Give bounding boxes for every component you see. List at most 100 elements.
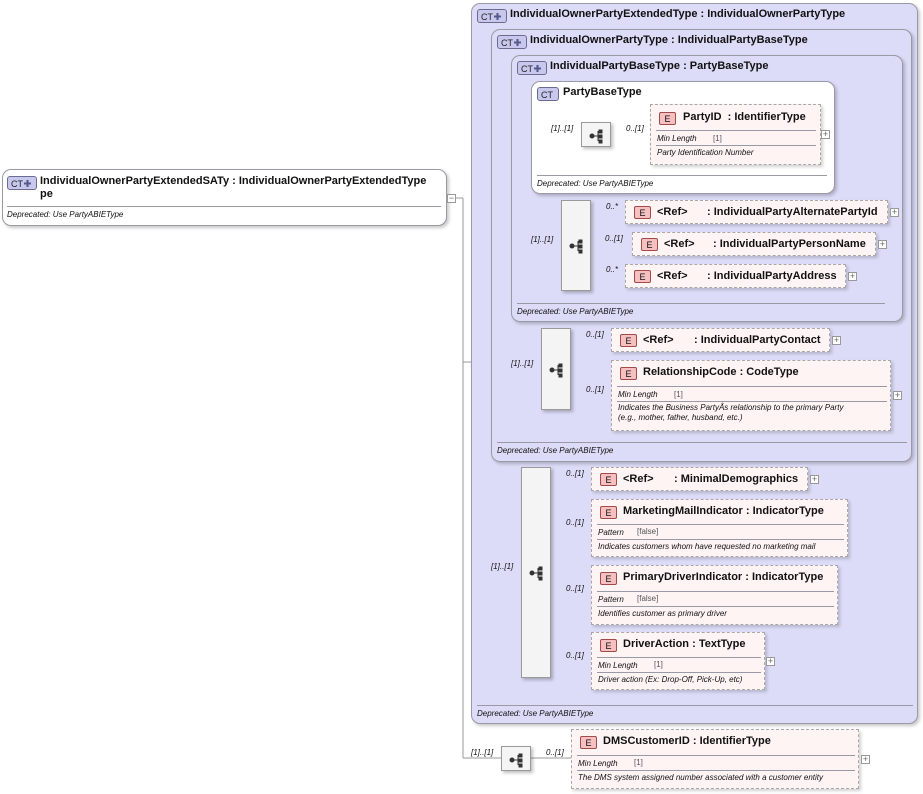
sequence-compositor[interactable] [581, 122, 611, 147]
element-doc: Indicates customers whom have requested … [598, 542, 816, 551]
deprecation-note: Deprecated: Use PartyABIEType [517, 307, 634, 316]
deprecation-note: Deprecated: Use PartyABIEType [537, 179, 654, 188]
facet-value: [1] [654, 660, 663, 669]
divider [597, 606, 834, 607]
divider [7, 206, 441, 207]
element-icon: E [620, 334, 637, 347]
sequence-icon [509, 753, 523, 768]
element-ref: <Ref> [643, 334, 674, 346]
root-type-title: IndividualOwnerPartyExtendedSATy : Indiv… [40, 175, 427, 187]
element-person-name[interactable]: E <Ref> : IndividualPartyPersonName [632, 232, 876, 256]
expand-toggle[interactable]: + [893, 390, 902, 400]
facet-value: [false] [637, 594, 659, 603]
deprecation-note: Deprecated: Use PartyABIEType [7, 210, 124, 219]
element-icon: E [600, 473, 617, 486]
expand-toggle[interactable]: + [766, 656, 775, 666]
complex-type-icon: CT [537, 87, 559, 101]
divider [617, 386, 887, 387]
expand-toggle[interactable]: + [890, 207, 899, 217]
element-alternate-party-id[interactable]: E <Ref> : IndividualPartyAlternatePartyI… [625, 200, 888, 224]
element-icon: E [659, 112, 676, 125]
element-name: : MinimalDemographics [674, 473, 799, 485]
facet-value: [1] [634, 758, 643, 767]
element-ref: <Ref> [623, 473, 654, 485]
divider [597, 524, 844, 525]
element-doc: Indicates the Business PartyÂs relations… [618, 403, 844, 412]
facet-label: Min Length [618, 390, 658, 399]
divider [656, 130, 816, 131]
divider [577, 755, 855, 756]
cardinality-label: [1]..[1] [471, 748, 494, 757]
element-address[interactable]: E <Ref> : IndividualPartyAddress [625, 264, 846, 288]
divider [597, 539, 844, 540]
party-base-type-title: PartyBaseType [563, 86, 642, 98]
element-party-id[interactable]: E PartyID : IdentifierType Min Length [1… [650, 104, 821, 165]
expand-toggle[interactable]: + [848, 271, 857, 281]
element-icon: E [634, 206, 651, 219]
indiv-base-type-title: IndividualPartyBaseType : PartyBaseType [550, 60, 769, 72]
cardinality-label: [1]..[1] [491, 562, 514, 571]
cardinality-label: 0..[1] [626, 124, 644, 133]
sequence-icon [549, 363, 563, 378]
element-contact[interactable]: E <Ref> : IndividualPartyContact [611, 328, 830, 352]
divider [517, 303, 885, 304]
expand-toggle[interactable]: + [861, 754, 870, 764]
complex-type-icon: CT [517, 61, 547, 75]
expand-toggle[interactable]: + [821, 129, 830, 139]
element-marketing-mail-indicator[interactable]: E MarketingMailIndicator : IndicatorType… [591, 499, 848, 557]
element-name: : IndividualPartyPersonName [713, 238, 866, 250]
element-name: : IndividualPartyAlternatePartyId [707, 206, 878, 218]
divider [597, 591, 834, 592]
root-type-title-wrap: pe [40, 188, 53, 200]
element-doc: Party Identification Number [657, 148, 754, 157]
sequence-compositor[interactable] [561, 200, 591, 291]
element-ref: <Ref> [657, 270, 688, 282]
element-ref: <Ref> [657, 206, 688, 218]
sequence-icon [569, 239, 583, 254]
complex-type-icon: CT [497, 35, 527, 49]
cardinality-label: 0..[1] [566, 584, 584, 593]
element-relationship-code[interactable]: E RelationshipCode : CodeType Min Length… [611, 360, 891, 431]
element-doc: Identifies customer as primary driver [598, 609, 727, 618]
cardinality-label: [1]..[1] [531, 235, 554, 244]
cardinality-label: 0..* [606, 202, 619, 211]
expand-toggle[interactable]: + [810, 474, 819, 484]
element-driver-action[interactable]: E DriverAction : TextType Min Length [1]… [591, 632, 765, 690]
element-doc: Driver action (Ex: Drop-Off, Pick-Up, et… [598, 675, 743, 684]
element-icon: E [600, 572, 617, 585]
sequence-compositor[interactable] [541, 328, 571, 410]
cardinality-label: 0..[1] [566, 651, 584, 660]
facet-label: Min Length [657, 134, 697, 143]
element-name: RelationshipCode : CodeType [643, 366, 799, 378]
element-doc: The DMS system assigned number associate… [578, 773, 823, 782]
sequence-compositor[interactable] [521, 467, 551, 678]
element-name: : IndividualPartyContact [694, 334, 821, 346]
cardinality-label: [1]..[1] [551, 124, 574, 133]
sequence-compositor[interactable] [501, 746, 531, 771]
root-type-box[interactable]: CT IndividualOwnerPartyExtendedSATy : In… [2, 169, 447, 226]
element-name: PartyID : IdentifierType [683, 111, 806, 123]
element-name: : IndividualPartyAddress [707, 270, 837, 282]
element-primary-driver-indicator[interactable]: E PrimaryDriverIndicator : IndicatorType… [591, 565, 838, 625]
cardinality-label: 0..* [606, 265, 619, 274]
cardinality-label: 0..[1] [566, 518, 584, 527]
element-icon: E [580, 736, 597, 749]
deprecation-note: Deprecated: Use PartyABIEType [477, 709, 594, 718]
element-name: PrimaryDriverIndicator : IndicatorType [623, 571, 824, 583]
facet-value: [false] [637, 527, 659, 536]
element-doc-line2: (e.g., mother, father, husband, etc.) [618, 413, 743, 422]
cardinality-label: 0..[1] [586, 385, 604, 394]
expand-toggle[interactable]: + [878, 239, 887, 249]
owner-type-title: IndividualOwnerPartyType : IndividualPar… [530, 34, 808, 46]
element-dms-customer-id[interactable]: E DMSCustomerID : IdentifierType Min Len… [571, 729, 859, 789]
expand-toggle[interactable]: + [832, 335, 841, 345]
cardinality-label: 0..[1] [566, 469, 584, 478]
collapse-toggle[interactable]: − [447, 193, 456, 203]
divider [477, 705, 913, 706]
ext-type-title: IndividualOwnerPartyExtendedType : Indiv… [510, 8, 846, 20]
element-icon: E [620, 367, 637, 380]
divider [497, 442, 907, 443]
facet-value: [1] [713, 134, 722, 143]
element-minimal-demographics[interactable]: E <Ref> : MinimalDemographics [591, 467, 808, 491]
element-icon: E [600, 506, 617, 519]
